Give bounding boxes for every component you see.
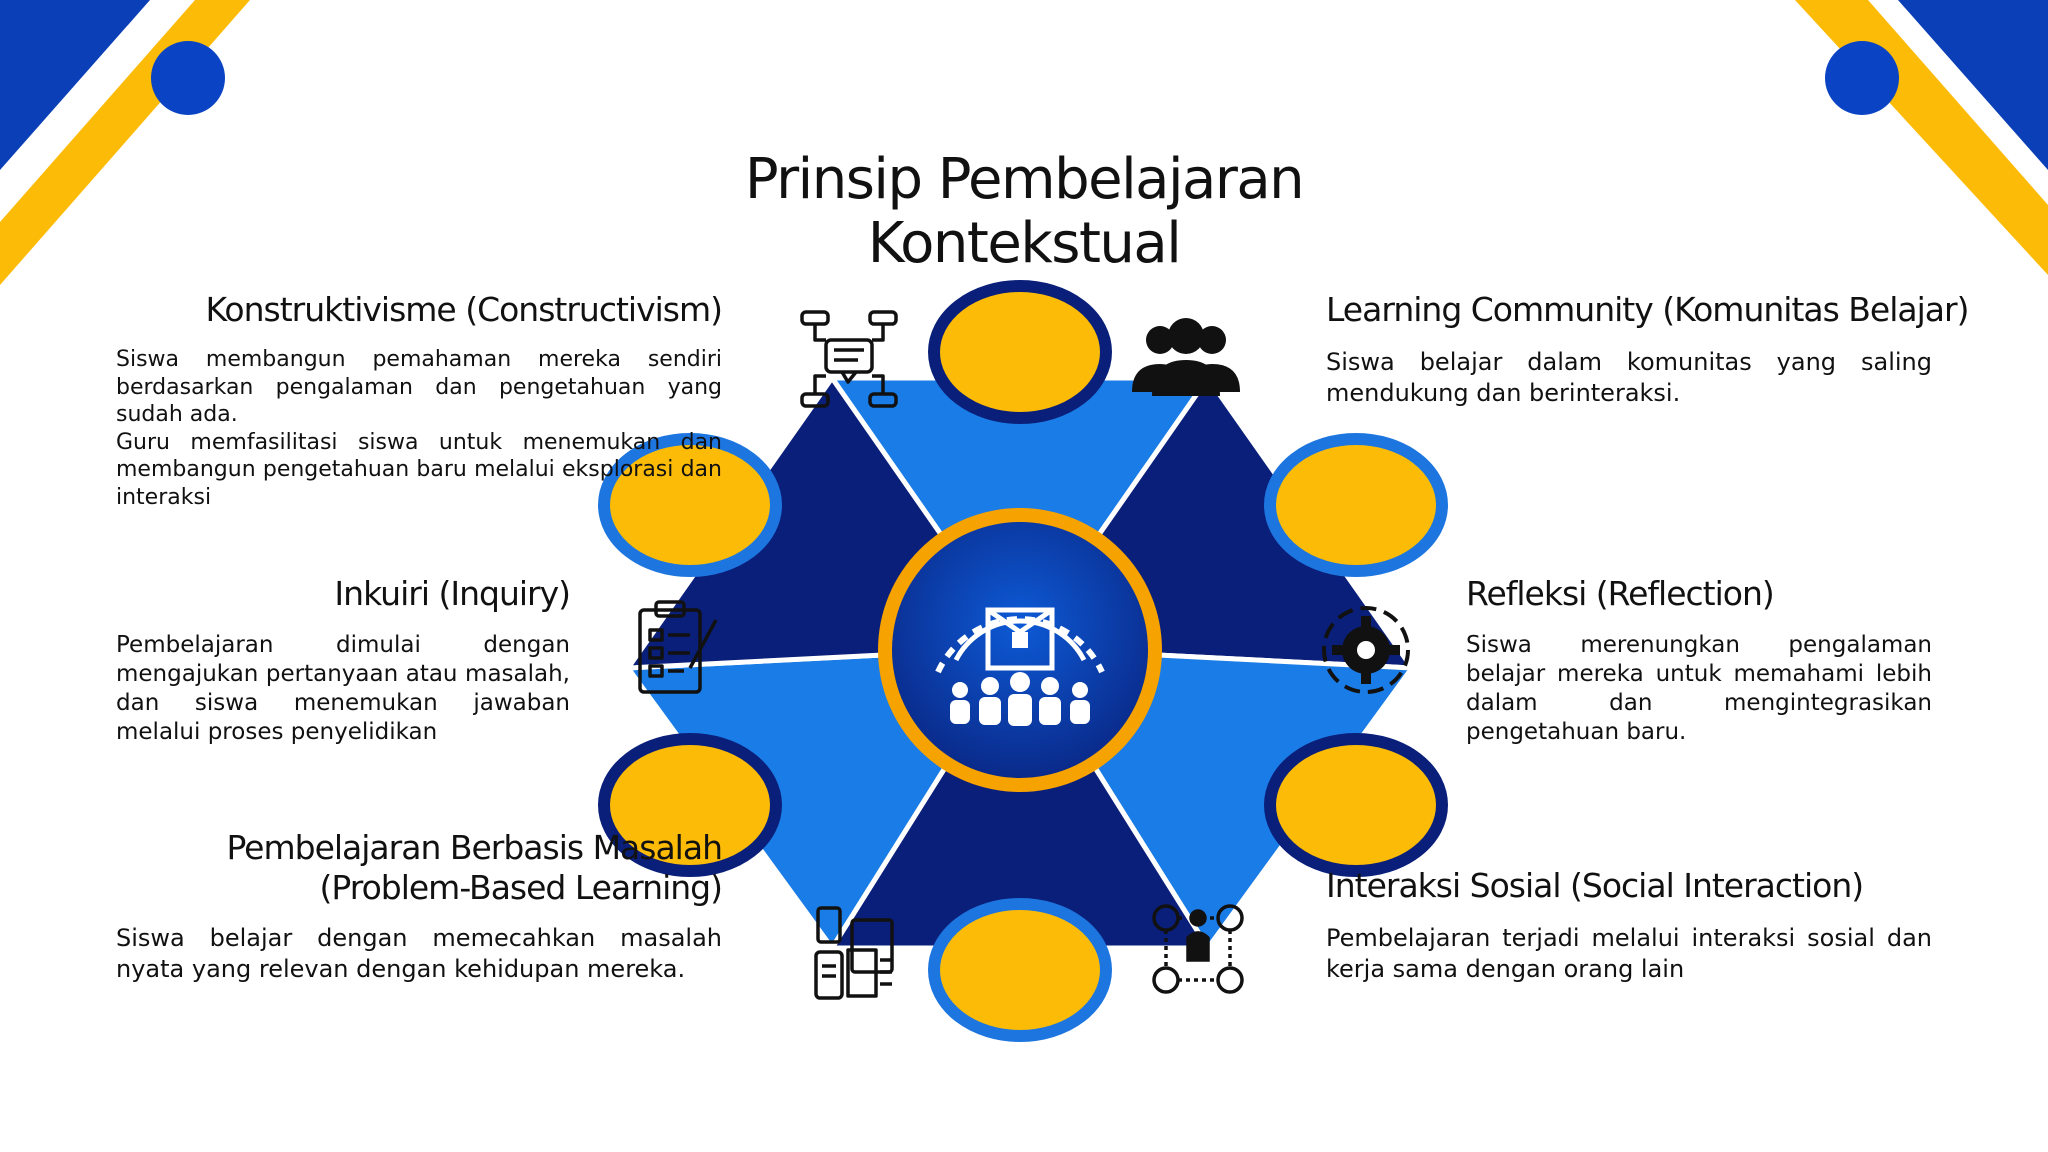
heading-constructivism: Konstruktivisme (Constructivism) xyxy=(205,290,723,329)
flowchart-chat-icon xyxy=(800,310,898,408)
top-left-decoration xyxy=(0,0,250,285)
text-reflection: Siswa merenungkan pengalaman belajar mer… xyxy=(1466,632,1932,745)
top-left-blue-triangle xyxy=(0,0,150,170)
text-learning-community: Siswa belajar dalam komunitas yang salin… xyxy=(1326,348,1932,407)
devices-documents-icon xyxy=(814,906,894,1000)
heading-reflection: Refleksi (Reflection) xyxy=(1466,574,1775,613)
text-problem-based-learning: Siswa belajar dengan memecahkan masalah … xyxy=(116,924,722,983)
heading-pbl-line-1: Pembelajaran Berbasis Masalah xyxy=(226,828,723,867)
title-line-2: Kontekstual xyxy=(867,210,1182,276)
text-inquiry: Pembelajaran dimulai dengan mengajukan p… xyxy=(116,632,570,745)
node-circle-lower-right xyxy=(1264,733,1448,877)
heading-pbl-line-2: (Problem-Based Learning) xyxy=(319,868,723,907)
text-social-interaction: Pembelajaran terjadi melalui interaksi s… xyxy=(1326,924,1932,983)
heading-problem-based-learning: Pembelajaran Berbasis Masalah (Problem-B… xyxy=(120,828,723,908)
clipboard-checklist-icon xyxy=(638,600,718,694)
top-right-decoration xyxy=(1795,0,2048,275)
gear-cycle-icon xyxy=(1322,606,1410,694)
node-circle-lower-left xyxy=(598,733,782,877)
text-constructivism: Siswa membangun pemahaman mereka sendiri… xyxy=(116,346,722,511)
hexagon-diagram xyxy=(598,280,1448,1042)
top-right-blue-triangle xyxy=(1898,0,2048,170)
node-circle-bottom xyxy=(928,898,1112,1042)
title-line-1: Prinsip Pembelajaran xyxy=(744,146,1305,212)
school-community-icon xyxy=(878,508,1162,792)
text-constructivism-para2: Guru memfasilitasi siswa untuk menemukan… xyxy=(116,429,722,510)
top-left-circle xyxy=(151,41,225,115)
heading-social-interaction: Interaksi Sosial (Social Interaction) xyxy=(1326,866,1864,905)
top-right-circle xyxy=(1825,41,1899,115)
page-title: Prinsip Pembelajaran Kontekstual xyxy=(624,146,1424,276)
heading-inquiry: Inkuiri (Inquiry) xyxy=(334,574,571,613)
heading-learning-community: Learning Community (Komunitas Belajar) xyxy=(1326,290,1969,329)
network-people-icon xyxy=(1152,904,1244,994)
group-people-icon xyxy=(1132,318,1240,396)
node-circle-upper-right xyxy=(1264,433,1448,577)
node-circle-top xyxy=(928,280,1112,424)
node-circle-upper-left xyxy=(598,433,782,577)
text-constructivism-para1: Siswa membangun pemahaman mereka sendiri… xyxy=(116,347,722,427)
